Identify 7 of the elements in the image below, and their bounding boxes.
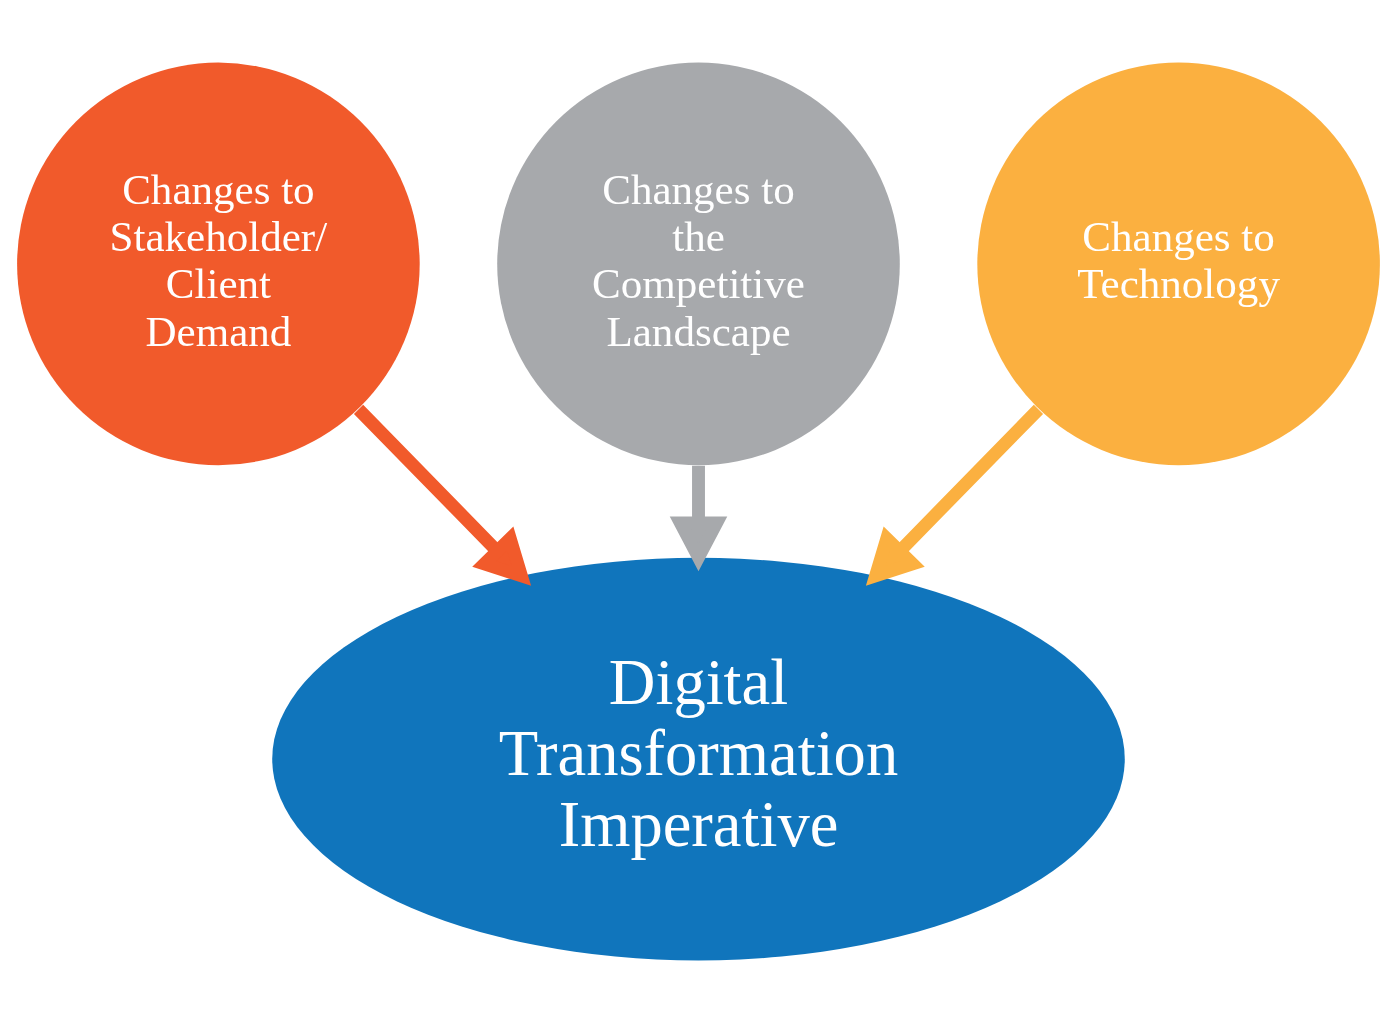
arrow [353, 404, 532, 586]
arrow [669, 465, 728, 571]
node-circle: Changes to Technology [977, 62, 1380, 465]
node-circle: Changes to the Competitive Landscape [497, 62, 900, 465]
arrow [865, 404, 1044, 586]
node-ellipse: Digital Transformation Imperative [272, 557, 1125, 960]
node-circle: Changes to Stakeholder/ Client Demand [17, 62, 420, 465]
